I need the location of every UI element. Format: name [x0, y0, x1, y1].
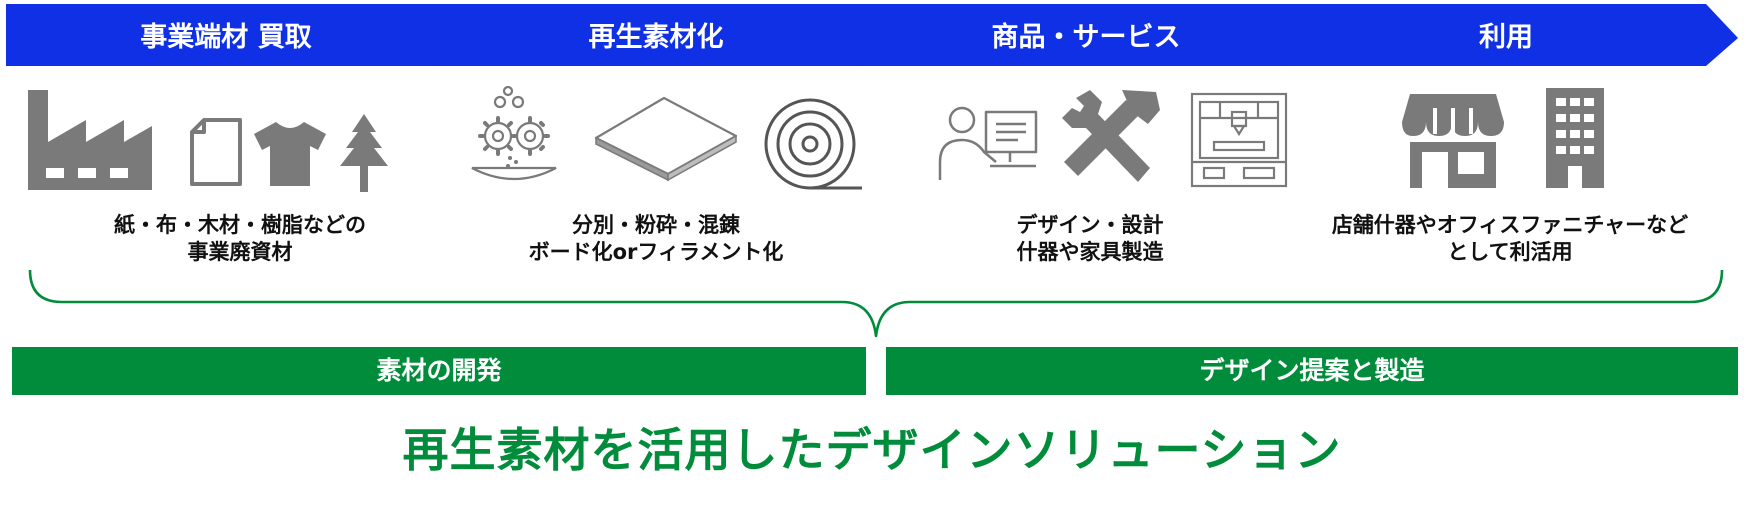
design-proposal-bar: デザイン提案と製造: [886, 347, 1738, 395]
tshirt-icon: [254, 122, 326, 186]
board-icon: [594, 96, 738, 182]
step-1-desc-line-1: 紙・布・木材・樹脂などの: [114, 213, 366, 237]
step-3-desc-line-2: 什器や家具製造: [1016, 240, 1164, 264]
step-3-label: 商品・サービス: [991, 22, 1181, 53]
factory-icon: [28, 90, 152, 190]
step-2-desc-line-1: 分別・粉砕・混錬: [572, 213, 740, 237]
office-building-icon: [1546, 88, 1604, 188]
filament-roll-icon: [764, 98, 862, 190]
step-2-description: 分別・粉砕・混錬 ボード化orフィラメント化: [436, 212, 876, 266]
step-3-description: デザイン・設計 什器や家具製造: [870, 212, 1310, 266]
solution-title: 再生素材を活用したデザインソリューション: [402, 423, 1342, 477]
storefront-icon: [1402, 94, 1504, 188]
arrow-step-2: [432, 4, 892, 66]
step-4-desc-line-1: 店舗什器やオフィスファニチャーなど: [1331, 213, 1689, 237]
arrow-step-1: [6, 4, 462, 66]
3d-printer-icon: [1190, 92, 1288, 188]
gears-icon: [471, 86, 557, 181]
arrow-step-3: [862, 4, 1312, 66]
process-arrows: [6, 4, 1738, 66]
step-4-desc-line-2: として利活用: [1447, 240, 1573, 264]
step-4-description: 店舗什器やオフィスファニチャーなど として利活用: [1290, 212, 1730, 266]
material-development-bar: 素材の開発: [12, 347, 866, 395]
hammer-wrench-icon: [1062, 90, 1160, 182]
step-1-description: 紙・布・木材・樹脂などの 事業廃資材: [20, 212, 460, 266]
paper-icon: [190, 118, 242, 186]
step-3-desc-line-1: デザイン・設計: [1016, 213, 1164, 237]
step-2-desc-line-2: ボード化orフィラメント化: [528, 240, 784, 264]
step-4-label: 利用: [1479, 22, 1533, 53]
tree-icon: [340, 114, 388, 192]
step-1-label: 事業端材 買取: [140, 22, 312, 53]
arrow-step-4: [1282, 4, 1738, 66]
designer-icon: [938, 106, 1038, 180]
step-1-desc-line-2: 事業廃資材: [187, 240, 293, 264]
step-2-label: 再生素材化: [588, 22, 724, 53]
